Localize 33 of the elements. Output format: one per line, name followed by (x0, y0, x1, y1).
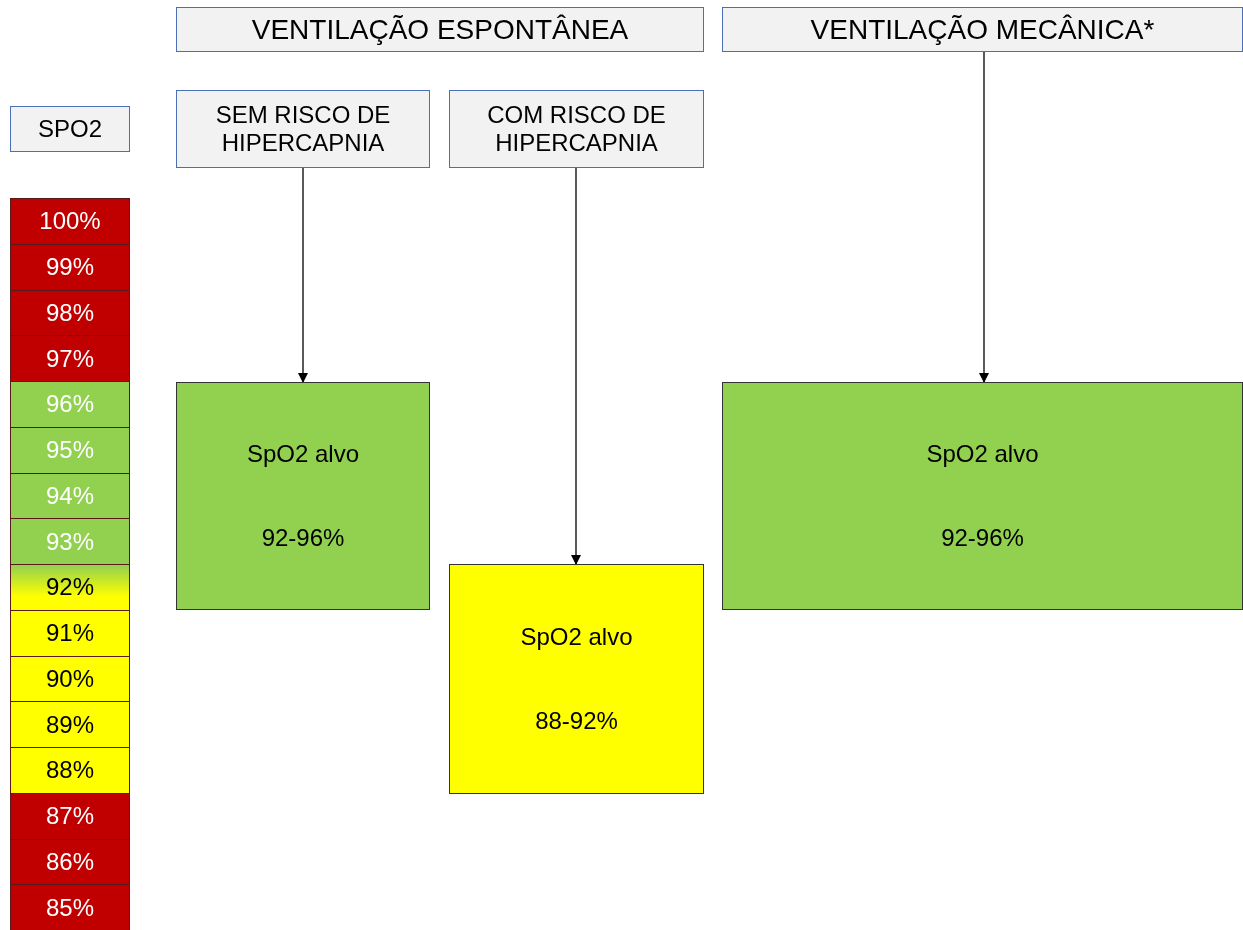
arrow (298, 167, 308, 383)
risk-category-box: COM RISCO DE HIPERCAPNIA (449, 90, 704, 168)
scale-cell: 95% (10, 426, 130, 474)
scale-header: SPO2 (10, 106, 130, 152)
target-range: 92-96% (261, 524, 345, 552)
scale-cell: 85% (10, 884, 130, 930)
target-label: SpO2 alvo (926, 440, 1039, 468)
ventilation-header: VENTILAÇÃO ESPONTÂNEA (176, 7, 704, 52)
risk-category-box: SEM RISCO DE HIPERCAPNIA (176, 90, 430, 168)
target-range: 88-92% (535, 707, 618, 735)
scale-cell: 86% (10, 838, 130, 886)
scale-cell: 99% (10, 243, 130, 291)
target-box (176, 382, 430, 610)
target-box (722, 382, 1243, 610)
scale-cell: 100% (10, 198, 130, 245)
scale-cell: 97% (10, 335, 130, 382)
scale-cell: 98% (10, 289, 130, 337)
arrow (979, 51, 989, 383)
target-box (449, 564, 704, 794)
ventilation-header: VENTILAÇÃO MECÂNICA* (722, 7, 1243, 52)
scale-cell: 88% (10, 747, 130, 794)
scale-cell: 89% (10, 701, 130, 748)
scale-cell: 93% (10, 518, 130, 565)
scale-cell: 96% (10, 381, 130, 428)
scale-cell: 91% (10, 609, 130, 657)
target-label: SpO2 alvo (520, 623, 633, 651)
target-label: SpO2 alvo (246, 440, 360, 468)
scale-cell: 94% (10, 472, 130, 520)
arrow (571, 167, 581, 565)
scale-cell: 92% (10, 564, 130, 611)
scale-cell: 87% (10, 792, 130, 840)
scale-cell: 90% (10, 655, 130, 703)
target-range: 92-96% (941, 524, 1024, 552)
